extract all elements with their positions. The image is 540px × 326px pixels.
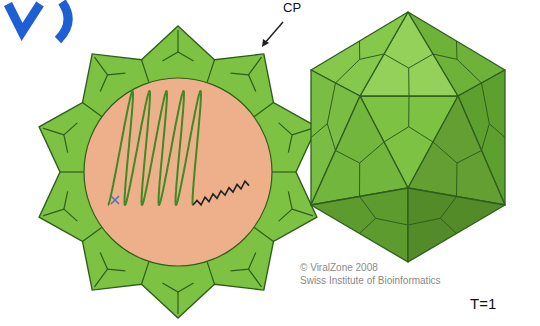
protein-border bbox=[279, 191, 292, 221]
institute-note: Swiss Institute of Bioinformatics bbox=[300, 275, 441, 286]
protein-border bbox=[64, 123, 77, 153]
protein-border bbox=[100, 253, 125, 271]
protein-border bbox=[207, 60, 215, 83]
protein-border bbox=[142, 60, 150, 83]
subunit-border bbox=[408, 96, 409, 127]
subunit-border bbox=[456, 163, 458, 197]
subunit-border bbox=[359, 41, 360, 59]
subunit-border bbox=[440, 197, 456, 219]
subunit-border bbox=[376, 218, 408, 225]
subunit-border bbox=[457, 151, 482, 164]
protein-border bbox=[83, 103, 103, 117]
subunit-border bbox=[384, 54, 409, 68]
title-fragment bbox=[8, 4, 40, 32]
protein-border bbox=[142, 261, 150, 284]
subunit-border bbox=[360, 197, 376, 219]
protein-border bbox=[249, 269, 262, 287]
capsid-interior bbox=[84, 78, 272, 266]
subunit-border bbox=[311, 124, 327, 138]
subunit-border bbox=[433, 142, 457, 163]
copyright-note: © ViralZone 2008 bbox=[300, 262, 378, 273]
protein-border bbox=[292, 128, 313, 135]
protein-border bbox=[231, 73, 256, 91]
protein-border bbox=[60, 171, 84, 172]
subunit-border bbox=[336, 59, 360, 83]
subunit-border bbox=[457, 59, 482, 83]
subunit-border bbox=[327, 83, 335, 124]
capsid-shell bbox=[39, 26, 317, 318]
title-fragment bbox=[58, 2, 68, 40]
protein-border bbox=[254, 227, 274, 241]
protein-border bbox=[254, 103, 274, 117]
subunit-border bbox=[327, 124, 335, 151]
subunit-border bbox=[489, 124, 505, 138]
protein-border bbox=[177, 30, 178, 52]
subunit-border bbox=[482, 83, 490, 124]
protein-border bbox=[249, 57, 262, 75]
leader-line bbox=[264, 22, 283, 44]
protein-label: CP bbox=[283, 1, 301, 15]
subunit-border bbox=[408, 68, 409, 96]
rna-helix bbox=[108, 91, 201, 205]
protein-border bbox=[95, 269, 108, 287]
subunit-border bbox=[360, 54, 384, 59]
capsid-face bbox=[311, 188, 408, 262]
protein-border bbox=[272, 171, 296, 172]
subunit-border bbox=[359, 163, 360, 197]
rna-tail bbox=[193, 181, 249, 205]
subunit-border bbox=[336, 151, 360, 164]
protein-border bbox=[207, 261, 215, 284]
vpg-mark bbox=[111, 196, 119, 204]
protein-border bbox=[162, 283, 193, 292]
subunit-border bbox=[408, 218, 440, 225]
subunit-border bbox=[409, 54, 433, 68]
capsid-face bbox=[408, 188, 505, 262]
protein-border bbox=[43, 128, 64, 135]
rna-genome bbox=[108, 91, 249, 205]
protein-border bbox=[64, 191, 77, 221]
capsid-face bbox=[408, 96, 505, 205]
capsid-face bbox=[311, 96, 408, 205]
protein-border bbox=[292, 209, 313, 216]
subunit-border bbox=[456, 41, 458, 59]
subunit-border bbox=[360, 218, 376, 233]
protein-border bbox=[95, 57, 108, 75]
capsid-section bbox=[39, 26, 317, 318]
protein-border bbox=[162, 52, 193, 61]
protein-border bbox=[83, 227, 103, 241]
subunit-border bbox=[433, 54, 457, 59]
subunit-border bbox=[409, 127, 433, 142]
protein-border bbox=[231, 253, 256, 271]
protein-border bbox=[43, 209, 64, 216]
subunit-border bbox=[360, 142, 384, 163]
subunit-border bbox=[384, 127, 409, 142]
protein-border bbox=[177, 292, 178, 314]
arrow-head bbox=[262, 39, 269, 47]
triangulation-number: T=1 bbox=[470, 296, 496, 313]
icosahedron bbox=[311, 12, 505, 262]
protein-border bbox=[100, 73, 125, 91]
protein-border bbox=[279, 123, 292, 153]
subunit-border bbox=[482, 124, 490, 151]
subunit-border bbox=[440, 218, 456, 233]
